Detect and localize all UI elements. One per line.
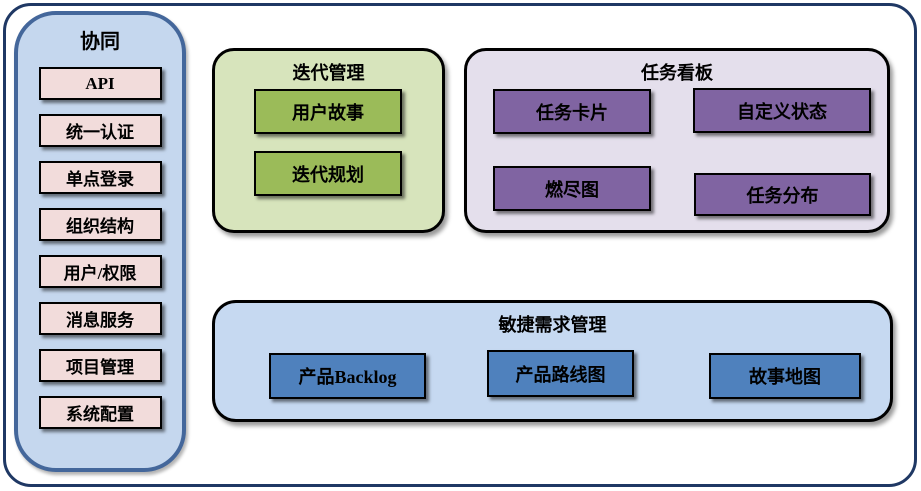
- item-iteration-planning: 迭代规划: [254, 151, 402, 196]
- iteration-panel-title: 迭代管理: [292, 63, 365, 83]
- item-task-card: 任务卡片: [493, 89, 651, 134]
- iteration-management-panel: 迭代管理 用户故事 迭代规划: [212, 48, 445, 233]
- sidebar-item-project-management: 项目管理: [38, 349, 162, 382]
- sidebar-item-sso: 单点登录: [38, 161, 162, 194]
- sidebar-title: 协同: [80, 31, 120, 53]
- sidebar-items: API 统一认证 单点登录 组织结构 用户/权限 消息服务 项目管理 系统配置: [38, 67, 162, 429]
- sidebar-item-message-service: 消息服务: [38, 302, 162, 335]
- item-product-backlog: 产品Backlog: [269, 353, 426, 399]
- task-kanban-panel: 任务看板 任务卡片 自定义状态 燃尽图 任务分布: [464, 48, 890, 233]
- sidebar-item-unified-auth: 统一认证: [38, 114, 162, 147]
- sidebar-item-api: API: [38, 67, 162, 100]
- item-product-roadmap: 产品路线图: [487, 350, 634, 397]
- sidebar-item-system-config: 系统配置: [38, 396, 162, 429]
- agile-requirements-panel: 敏捷需求管理 产品Backlog 产品路线图 故事地图: [212, 300, 893, 422]
- item-task-distribution: 任务分布: [694, 173, 871, 216]
- sidebar-item-org-structure: 组织结构: [38, 208, 162, 241]
- item-custom-status: 自定义状态: [693, 88, 871, 133]
- item-burndown-chart: 燃尽图: [493, 166, 651, 211]
- collaboration-sidebar: 协同 API 统一认证 单点登录 组织结构 用户/权限 消息服务 项目管理 系统…: [14, 11, 186, 472]
- item-story-map: 故事地图: [709, 353, 861, 399]
- kanban-panel-title: 任务看板: [641, 63, 713, 83]
- sidebar-item-user-permission: 用户/权限: [38, 255, 162, 288]
- requirements-panel-title: 敏捷需求管理: [498, 315, 607, 335]
- item-user-story: 用户故事: [254, 89, 402, 134]
